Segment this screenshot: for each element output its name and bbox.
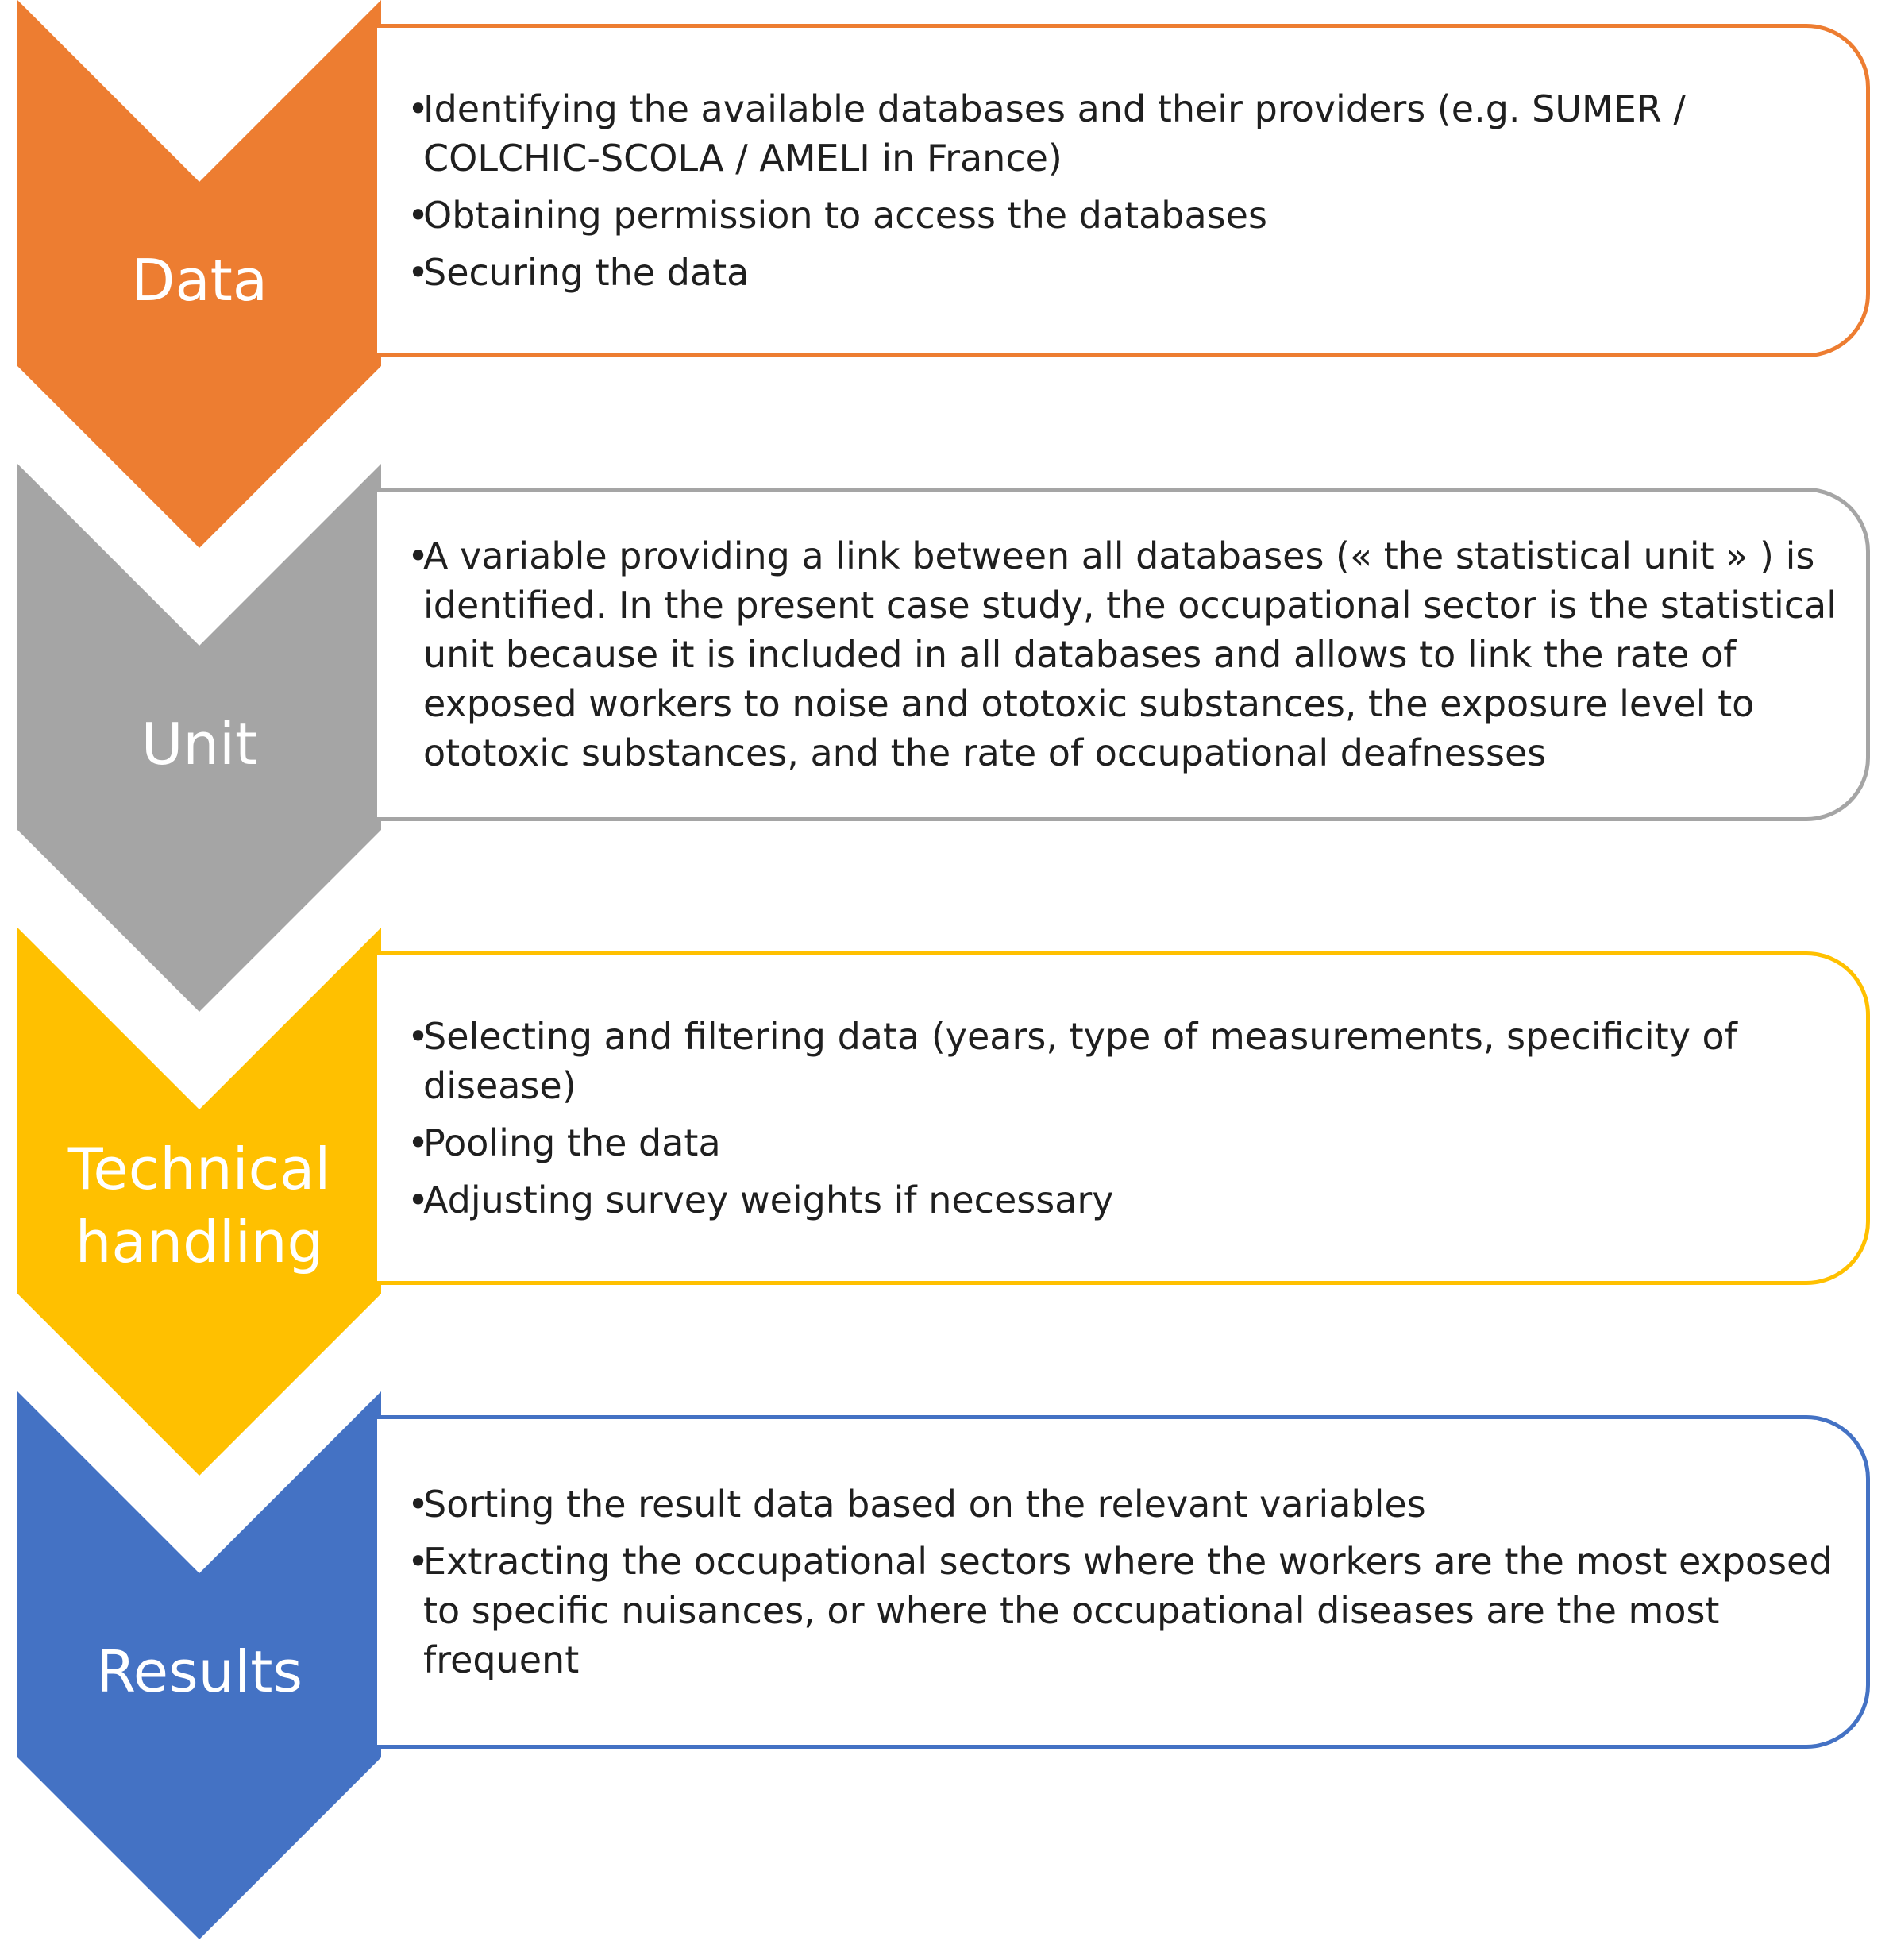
bullet-item: Adjusting survey weights if necessary <box>407 1175 1842 1225</box>
step-label-technical-handling: Technical handling <box>17 1132 381 1279</box>
bullet-item: Pooling the data <box>407 1118 1842 1167</box>
chevron-unit <box>17 464 381 1012</box>
chevron-data-shape <box>17 0 381 548</box>
box-data: Identifying the available databases and … <box>377 24 1870 357</box>
chevron-data <box>17 0 381 548</box>
bullet-item: Identifying the available databases and … <box>407 84 1842 183</box>
box-technical-handling: Selecting and filtering data (years, typ… <box>377 951 1870 1285</box>
bullet-item: Extracting the occupational sectors wher… <box>407 1537 1842 1684</box>
box-unit: A variable providing a link between all … <box>377 488 1870 821</box>
bullet-list-results: Sorting the result data based on the rel… <box>407 1480 1842 1684</box>
chevron-technical-shape <box>17 928 381 1476</box>
step-label-technical-line1: Technical <box>67 1136 331 1202</box>
step-label-results: Results <box>96 1638 303 1705</box>
step-label-data: Data <box>131 247 268 314</box>
step-label-technical-line2: handling <box>75 1209 324 1275</box>
bullet-item: Securing the data <box>407 248 1842 297</box>
bullet-item: Selecting and filtering data (years, typ… <box>407 1012 1842 1110</box>
bullet-list-technical-handling: Selecting and filtering data (years, typ… <box>407 1012 1842 1225</box>
bullet-list-data: Identifying the available databases and … <box>407 84 1842 297</box>
chevron-unit-shape <box>17 464 381 1012</box>
bullet-item: Obtaining permission to access the datab… <box>407 191 1842 240</box>
bullet-item: Sorting the result data based on the rel… <box>407 1480 1842 1529</box>
step-label-unit: Unit <box>141 711 258 777</box>
bullet-list-unit: A variable providing a link between all … <box>407 531 1842 777</box>
box-results: Sorting the result data based on the rel… <box>377 1415 1870 1749</box>
chevron-results <box>17 1391 381 1939</box>
bullet-item: A variable providing a link between all … <box>407 531 1842 777</box>
chevron-results-shape <box>17 1391 381 1939</box>
chevron-technical-handling <box>17 928 381 1476</box>
